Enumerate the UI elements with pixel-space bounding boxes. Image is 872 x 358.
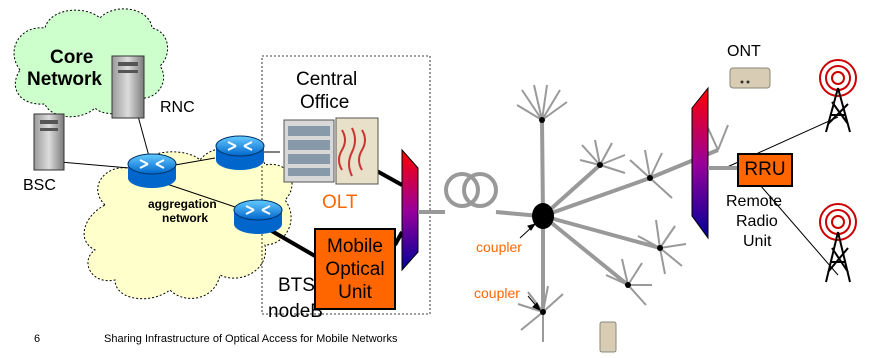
core-network-label-line2: Network	[27, 69, 102, 90]
splitter-bursts	[516, 84, 729, 342]
router-icon	[127, 153, 177, 188]
splitter-icon	[691, 86, 709, 240]
rnc-server-icon	[111, 55, 145, 119]
coupler-arrows	[519, 223, 541, 311]
bsc-server-icon	[33, 113, 65, 171]
splitter-nodes	[539, 117, 663, 315]
mou-label-line3: Unit	[338, 282, 372, 303]
remote-radio-unit-line2: Radio	[736, 213, 778, 230]
coupler-icon	[532, 203, 554, 229]
central-office-label-line2: Office	[300, 92, 350, 113]
router-icon	[215, 135, 265, 170]
router-icon	[233, 199, 283, 234]
antenna-tower-icon	[819, 59, 857, 133]
mou-label-line1: Mobile	[327, 236, 383, 257]
footer-title: Sharing Infrastructure of Optical Access…	[104, 333, 398, 345]
olt-rack-icon	[283, 117, 379, 185]
olt-label: OLT	[322, 192, 358, 213]
bsc-label: BSC	[23, 177, 56, 194]
remote-radio-unit-line1: Remote	[726, 193, 783, 210]
splitter-icon	[401, 148, 419, 272]
rru-label: RRU	[744, 159, 786, 180]
coupler-label-top: coupler	[476, 239, 522, 255]
ont-label: ONT	[727, 43, 761, 60]
mobile-optical-unit-box: Mobile Optical Unit	[314, 228, 396, 310]
central-office-label-line1: Central	[296, 69, 358, 90]
page-number: 6	[34, 333, 41, 345]
ont-device-icon	[599, 321, 617, 353]
nodeb-label: nodeB	[268, 301, 323, 322]
ont-device-icon	[729, 67, 771, 89]
rnc-label: RNC	[160, 99, 195, 116]
bts-label: BTS	[278, 275, 315, 296]
central-office-boundary	[261, 55, 431, 315]
aggregation-label-line1: aggregation	[148, 197, 217, 211]
mou-label-line2: Optical	[325, 259, 385, 280]
fiber-coil-icon	[418, 172, 541, 218]
rru-box: RRU	[737, 153, 793, 187]
aggregation-label-line2: network	[162, 211, 209, 225]
core-network-label-line1: Core	[50, 47, 94, 68]
antenna-tower-icon	[819, 203, 857, 283]
fiber-links	[268, 168, 404, 258]
coupler-label-bottom: coupler	[474, 285, 520, 301]
remote-radio-unit-line3: Unit	[743, 233, 772, 250]
